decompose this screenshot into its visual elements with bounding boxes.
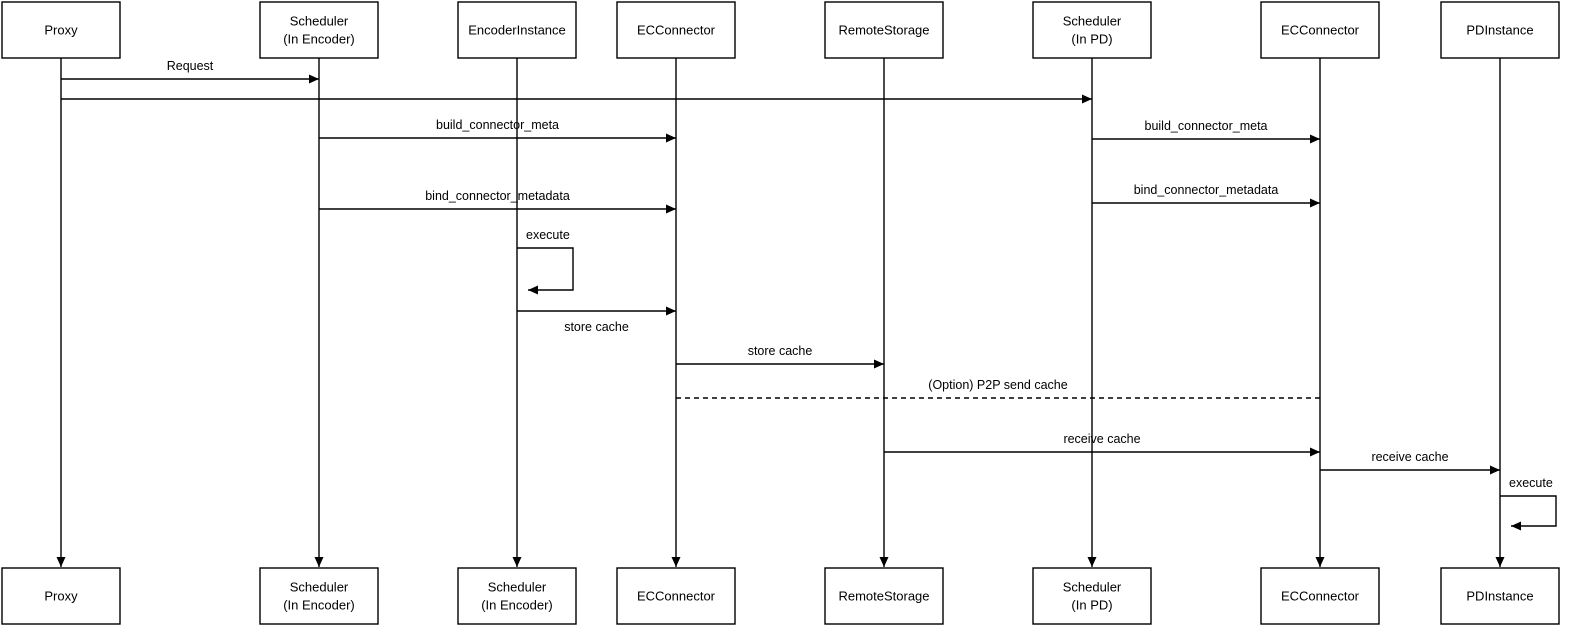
participant-box-ec-conn-pd-top[interactable]: ECConnector: [1260, 1, 1380, 59]
message-m4[interactable]: build_connector_meta: [1092, 119, 1320, 144]
participant-box-pd-inst-bottom[interactable]: PDInstance: [1440, 567, 1560, 625]
self-messages-group: execute execute: [517, 228, 1557, 531]
self-message-s2[interactable]: execute: [1500, 476, 1557, 531]
message-m8[interactable]: store cache: [676, 344, 884, 369]
participant-box-remote-store-top[interactable]: RemoteStorage: [824, 1, 944, 59]
participant-label-line1: Scheduler: [290, 579, 349, 594]
participant-label-line1: Proxy: [44, 22, 78, 37]
message-m1[interactable]: Request: [61, 59, 319, 84]
participant-label-line1: Scheduler: [1063, 13, 1122, 28]
message-label: receive cache: [1371, 450, 1448, 464]
participant-box-rect: [259, 567, 379, 625]
participant-label-line2: (In Encoder): [283, 31, 355, 46]
message-m6[interactable]: bind_connector_metadata: [1092, 183, 1320, 208]
participant-box-rect: [616, 567, 736, 625]
top-participant-boxes: Proxy Scheduler (In Encoder) EncoderInstanc…: [1, 1, 1560, 59]
message-label: bind_connector_metadata: [425, 189, 570, 203]
participant-label-line2: (In PD): [1071, 597, 1112, 612]
participant-box-rect: [824, 567, 944, 625]
participant-box-rect: [259, 1, 379, 59]
self-message-path: [1500, 495, 1557, 531]
message-m11[interactable]: receive cache: [1320, 450, 1500, 475]
participant-label-line1: RemoteStorage: [838, 22, 929, 37]
participant-label-line2: (In Encoder): [283, 597, 355, 612]
participant-label-line1: RemoteStorage: [838, 588, 929, 603]
participant-box-pd-inst-top[interactable]: PDInstance: [1440, 1, 1560, 59]
participant-box-rect: [1032, 1, 1152, 59]
message-m5[interactable]: bind_connector_metadata: [319, 189, 676, 214]
self-message-s1[interactable]: execute: [517, 228, 574, 295]
message-label: receive cache: [1063, 432, 1140, 446]
participant-label-line1: Scheduler: [488, 579, 547, 594]
self-message-label: execute: [526, 228, 570, 242]
message-label: build_connector_meta: [436, 118, 559, 132]
participant-label-line1: ECConnector: [637, 22, 716, 37]
participant-box-remote-store-bottom[interactable]: RemoteStorage: [824, 567, 944, 625]
participant-box-encoder-inst-bottom[interactable]: Scheduler (In Encoder): [457, 567, 577, 625]
participant-box-rect: [457, 1, 577, 59]
participant-label-line1: ECConnector: [1281, 588, 1360, 603]
participant-label-line1: Proxy: [44, 588, 78, 603]
participant-box-rect: [457, 567, 577, 625]
participant-label-line1: PDInstance: [1466, 22, 1533, 37]
participant-label-line1: Scheduler: [1063, 579, 1122, 594]
participant-box-rect: [1, 1, 121, 59]
participant-label-line1: ECConnector: [1281, 22, 1360, 37]
participant-box-encoder-inst-top[interactable]: EncoderInstance: [457, 1, 577, 59]
message-m10[interactable]: receive cache: [884, 432, 1320, 457]
participant-box-rect: [616, 1, 736, 59]
self-message-label: execute: [1509, 476, 1553, 490]
bottom-participant-boxes: Proxy Scheduler (In Encoder) Scheduler (In E…: [1, 567, 1560, 625]
messages-group: Request build_connector_meta build_connect…: [61, 59, 1500, 475]
participant-box-sched-enc-bottom[interactable]: Scheduler (In Encoder): [259, 567, 379, 625]
participant-label-line1: Scheduler: [290, 13, 349, 28]
participant-box-ec-conn-pd-bottom[interactable]: ECConnector: [1260, 567, 1380, 625]
participant-label-line2: (In PD): [1071, 31, 1112, 46]
message-m3[interactable]: build_connector_meta: [319, 118, 676, 143]
participant-box-rect: [1440, 1, 1560, 59]
participant-box-sched-pd-bottom[interactable]: Scheduler (In PD): [1032, 567, 1152, 625]
message-m7[interactable]: store cache: [517, 306, 676, 334]
participant-box-rect: [1440, 567, 1560, 625]
participant-box-ec-conn-enc-top[interactable]: ECConnector: [616, 1, 736, 59]
participant-box-proxy-bottom[interactable]: Proxy: [1, 567, 121, 625]
participant-box-rect: [1032, 567, 1152, 625]
message-label: store cache: [748, 344, 813, 358]
participant-box-rect: [1260, 1, 1380, 59]
participant-box-rect: [1, 567, 121, 625]
message-label: bind_connector_metadata: [1134, 183, 1279, 197]
message-m9[interactable]: (Option) P2P send cache: [676, 378, 1320, 399]
participant-box-rect: [1260, 567, 1380, 625]
message-label: store cache: [564, 320, 629, 334]
participant-label-line1: ECConnector: [637, 588, 716, 603]
message-label: (Option) P2P send cache: [928, 378, 1067, 392]
participant-box-rect: [824, 1, 944, 59]
message-label: Request: [167, 59, 214, 73]
participant-label-line2: (In Encoder): [481, 597, 553, 612]
participant-box-sched-enc-top[interactable]: Scheduler (In Encoder): [259, 1, 379, 59]
participant-label-line1: EncoderInstance: [468, 22, 566, 37]
message-label: build_connector_meta: [1145, 119, 1268, 133]
participant-box-ec-conn-enc-bottom[interactable]: ECConnector: [616, 567, 736, 625]
lifelines-group: [56, 58, 1505, 567]
participant-box-sched-pd-top[interactable]: Scheduler (In PD): [1032, 1, 1152, 59]
self-message-path: [517, 247, 574, 295]
participant-label-line1: PDInstance: [1466, 588, 1533, 603]
participant-box-proxy-top[interactable]: Proxy: [1, 1, 121, 59]
